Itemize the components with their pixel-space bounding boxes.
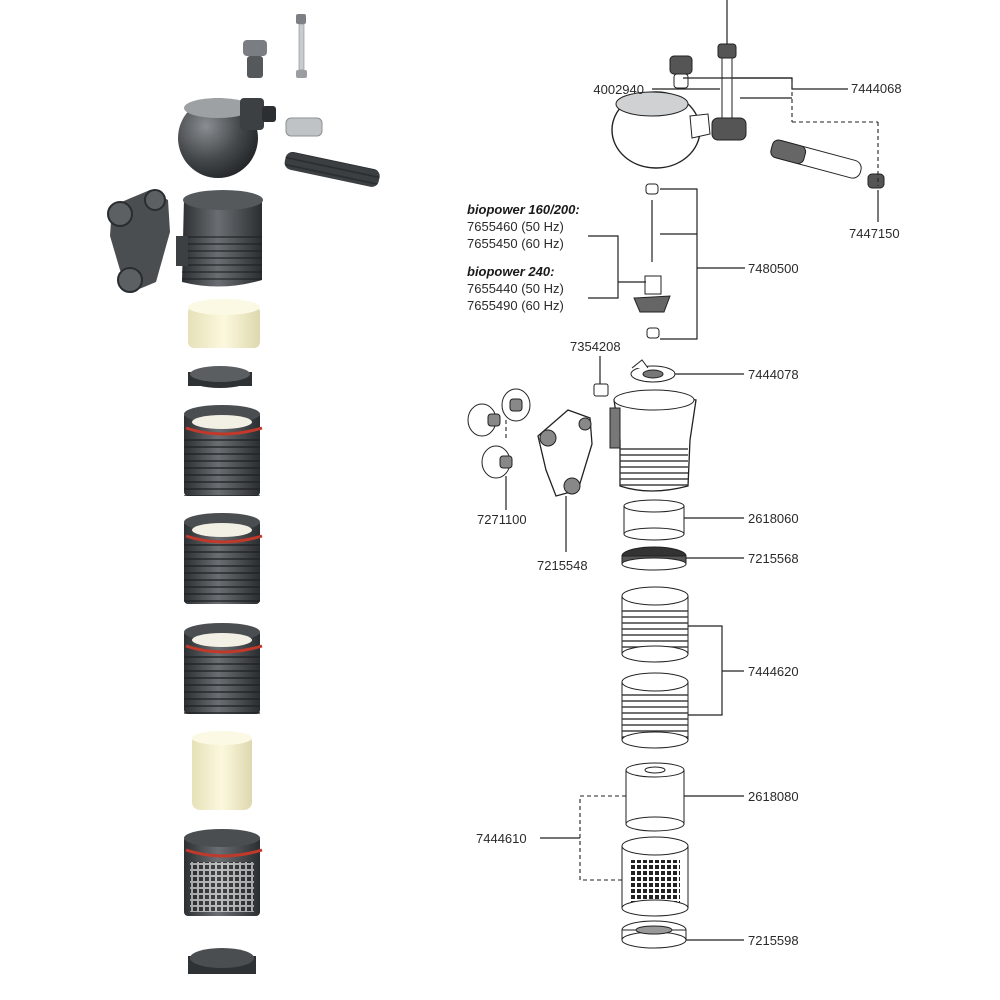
- photo-outlet-elbow: [285, 117, 323, 137]
- label-7271100: 7271100: [477, 512, 527, 527]
- drawing-end-cap: [867, 173, 885, 189]
- photo-module-3: [184, 623, 263, 714]
- drawing-suction-cups: [467, 388, 531, 479]
- photo-grid-plate: [188, 366, 252, 388]
- line-drawing-view: 4002940 7444068 7447150 7480500 biopower…: [467, 0, 902, 949]
- drawing-air-valve: [669, 55, 693, 89]
- label-7215568: 7215568: [748, 551, 799, 566]
- label-7480500: 7480500: [748, 261, 799, 276]
- photo-module-1: [184, 405, 263, 496]
- drawing-pump-housing: [609, 389, 697, 492]
- group-240-line1: 7655440 (50 Hz): [467, 281, 564, 296]
- label-7444610: 7444610: [476, 831, 527, 846]
- group-160-line2: 7655450 (60 Hz): [467, 236, 564, 251]
- drawing-module-1: [621, 586, 689, 663]
- label-7444068: 7444068: [851, 81, 902, 96]
- bracket-7444620: [688, 625, 723, 716]
- drawing-outlet-nozzle: [717, 43, 737, 119]
- group-160-line1: 7655460 (50 Hz): [467, 219, 564, 234]
- photo-spray-bar: [284, 151, 380, 187]
- label-7444620: 7444620: [748, 664, 799, 679]
- bracket-7444610: [579, 795, 626, 881]
- photo-air-valve: [243, 40, 267, 78]
- label-2618080: 2618080: [748, 789, 799, 804]
- photo-sponge-tall: [192, 731, 252, 810]
- label-7215598: 7215598: [748, 933, 799, 948]
- drawing-clip: [593, 383, 609, 397]
- photo-exploded-view: [107, 14, 380, 974]
- bracket-models: [588, 235, 619, 299]
- group-240-line2: 7655490 (60 Hz): [467, 298, 564, 313]
- photo-sponge-small: [188, 299, 260, 348]
- photo-bottom-plate: [188, 948, 256, 974]
- label-7444078: 7444078: [748, 367, 799, 382]
- photo-bottom-basket: [184, 829, 263, 916]
- leader-7444068: [683, 77, 848, 90]
- drawing-elbow: [711, 117, 747, 141]
- drawing-pump-head: [611, 91, 711, 169]
- photo-holder-bracket: [107, 189, 170, 293]
- drawing-impeller-group: [633, 183, 671, 339]
- photo-pump-head: [178, 98, 276, 178]
- label-7447150: 7447150: [849, 226, 900, 241]
- drawing-seal-ring: [630, 359, 676, 383]
- drawing-grid-plate: [621, 546, 687, 571]
- photo-module-2: [184, 513, 263, 604]
- label-7215548: 7215548: [537, 558, 588, 573]
- photo-pump-housing: [176, 190, 263, 287]
- drawing-spray-bar: [770, 139, 862, 179]
- label-4002940: 4002940: [593, 82, 644, 97]
- drawing-holder: [537, 409, 593, 497]
- photo-outlet-nozzle: [296, 14, 307, 78]
- drawing-sponge-small: [623, 499, 685, 541]
- drawing-bottom-plate: [621, 920, 687, 949]
- leader-7480500: [660, 188, 698, 340]
- drawing-module-2: [621, 672, 689, 749]
- drawing-sponge-tall: [625, 762, 685, 832]
- label-2618060: 2618060: [748, 511, 799, 526]
- group-240-title: biopower 240:: [467, 264, 554, 279]
- group-160-title: biopower 160/200:: [467, 202, 580, 217]
- label-7354208: 7354208: [570, 339, 621, 354]
- drawing-bottom-basket: [621, 836, 689, 917]
